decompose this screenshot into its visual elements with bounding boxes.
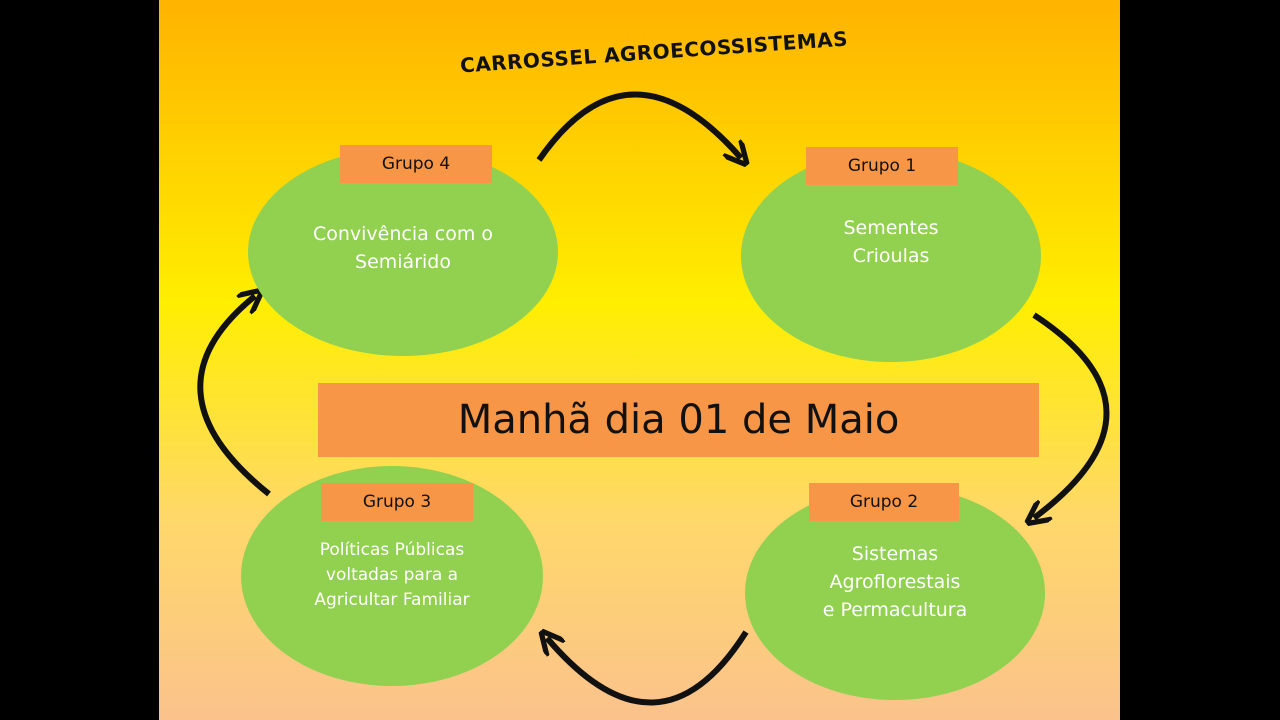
center-banner: Manhã dia 01 de Maio (318, 383, 1039, 457)
arrow-left (197, 296, 271, 497)
group-3-text: Políticas Públicas voltadas para a Agric… (314, 540, 470, 610)
group-4-text: Convivência com o Semiárido (312, 223, 494, 273)
group-1-text: Sementes Crioulas (843, 217, 939, 267)
slide-title: CARROSSEL AGROECOSSISTEMAS (459, 26, 849, 78)
arrow-top (536, 91, 741, 160)
group-3-label: Grupo 3 (321, 483, 473, 521)
slide: CARROSSEL AGROECOSSISTEMAS Grupo 4 Convi… (159, 0, 1120, 720)
group-1-label: Grupo 1 (806, 147, 958, 185)
group-4-label: Grupo 4 (340, 145, 492, 183)
arrow-right (1034, 312, 1110, 518)
group-2-ellipse (745, 486, 1045, 700)
arrow-bottom (547, 632, 749, 706)
group-2-text: Sistemas Agroflorestais e Permacultura (822, 543, 968, 621)
group-1-ellipse (741, 150, 1041, 362)
group-2-label: Grupo 2 (809, 483, 959, 521)
